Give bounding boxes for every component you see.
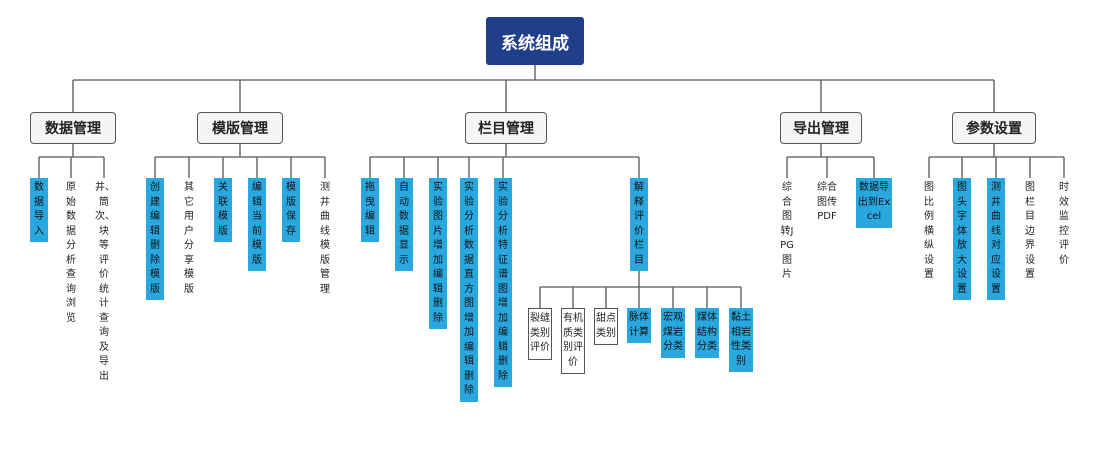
leaf-header-font-setting: 图头字体放大设置 <box>953 178 971 300</box>
leaf-image-edit: 实验图片增加编辑删除 <box>429 178 447 329</box>
leaf-log-curve-setting: 测井曲线对应设置 <box>987 178 1005 300</box>
category-parameter-settings: 参数设置 <box>952 112 1036 144</box>
category-data-management: 数据管理 <box>30 112 116 144</box>
leaf-export-jpg: 综合图转JPG图片 <box>780 182 794 280</box>
leaf-edit-template: 编辑当前模版 <box>248 178 266 271</box>
leaf-evaluation-column: 解释评价栏目 <box>630 178 648 271</box>
leaf-create-template: 创建编辑删除模版 <box>146 178 164 300</box>
leaf-raw-data-query: 原始数据分析查询浏览 <box>66 182 76 324</box>
subleaf-fracture-eval: 裂缝类别评价 <box>528 308 552 360</box>
leaf-data-import: 数据导入 <box>30 178 48 242</box>
root-node: 系统组成 <box>486 17 584 65</box>
leaf-histogram-edit: 实验分析数据直方图增加编辑删除 <box>460 178 478 402</box>
leaf-log-template: 测井曲线模版管理 <box>320 182 330 295</box>
leaf-timeliness-eval: 时效监控评价 <box>1059 182 1069 266</box>
leaf-stats-query-export: 井、筒次、块等评价统计查询及导出 <box>95 182 115 382</box>
category-template-management: 模版管理 <box>197 112 283 144</box>
subleaf-coal-rock-class: 宏观煤岩分类 <box>661 308 685 358</box>
leaf-drag-edit: 拖曳编辑 <box>361 178 379 242</box>
category-column-management: 栏目管理 <box>465 112 547 144</box>
leaf-export-pdf: 综合图传PDF <box>817 182 837 222</box>
leaf-save-template: 模版保存 <box>282 178 300 242</box>
subleaf-vein-calc: 脉体计算 <box>627 308 651 343</box>
subleaf-coal-structure: 煤体结构分类 <box>695 308 719 358</box>
leaf-export-excel: 数据导出到Excel <box>856 178 892 228</box>
leaf-link-template: 关联模版 <box>214 178 232 242</box>
subleaf-sweet-spot: 甜点类别 <box>594 308 618 345</box>
leaf-column-border-setting: 图栏目边界设置 <box>1025 182 1035 280</box>
leaf-auto-display: 自动数据显示 <box>395 178 413 271</box>
leaf-shared-template: 其它用户分享模版 <box>184 182 194 295</box>
subleaf-clay-lithology: 黏土相岩性类别 <box>729 308 753 372</box>
category-export-management: 导出管理 <box>780 112 862 144</box>
leaf-scale-setting: 图比例横纵设置 <box>924 182 934 280</box>
subleaf-organic-eval: 有机质类别评价 <box>561 308 585 374</box>
leaf-spectrum-edit: 实验分析特征谱图增加编辑删除 <box>494 178 512 387</box>
